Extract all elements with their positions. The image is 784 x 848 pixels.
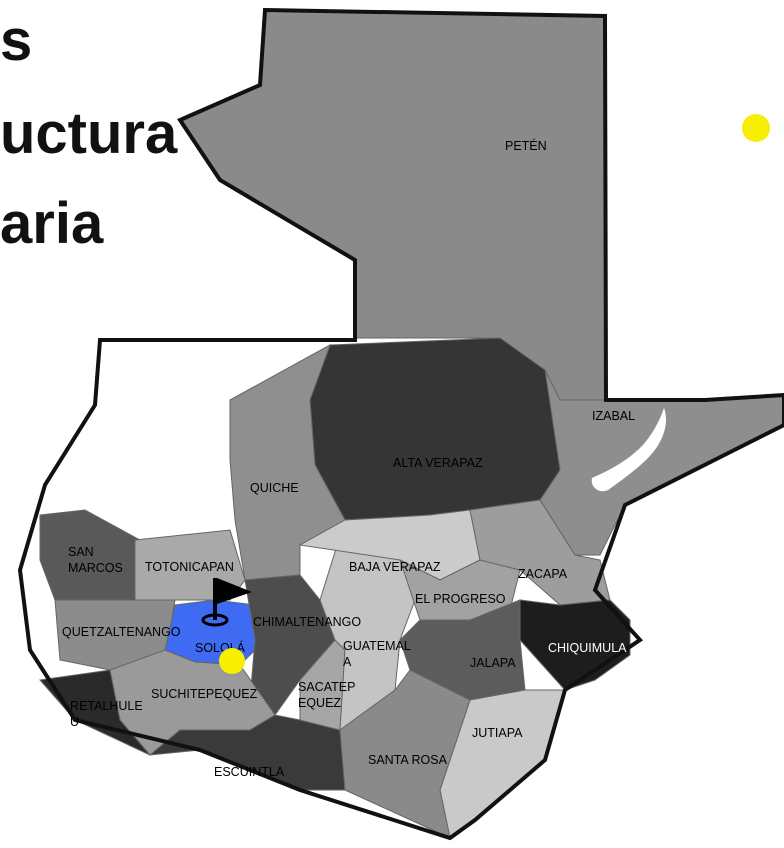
label-line: EL PROGRESO <box>415 592 506 606</box>
title-line-3: aria <box>0 191 104 256</box>
flag-icon <box>201 578 252 627</box>
label-line: QUICHE <box>250 481 299 495</box>
department-regions <box>39 9 784 839</box>
label-santa rosa: SANTA ROSA <box>368 753 448 767</box>
label-guatemala: GUATEMAL A <box>343 639 411 669</box>
label-sanmarcos: SAN MARCOS <box>68 545 123 575</box>
label-jutiapa: JUTIAPA <box>472 726 523 740</box>
label-line: EQUEZ <box>298 696 341 710</box>
sololá-dot <box>219 648 245 674</box>
label-line: MARCOS <box>68 561 123 575</box>
label-line: RETALHULE <box>70 699 143 713</box>
label-line: CHIMALTENANGO <box>253 615 361 629</box>
label-line: GUATEMAL <box>343 639 411 653</box>
label-jalapa: JALAPA <box>470 656 516 670</box>
label-sacatepequez: SACATEP EQUEZ <box>298 680 355 710</box>
label-quetzaltenango: QUETZALTENANGO <box>62 625 181 639</box>
title-line-2: uctura <box>0 101 178 166</box>
label-line: U <box>70 715 79 729</box>
label-line: SUCHITEPEQUEZ <box>151 687 258 701</box>
label-line: ZACAPA <box>518 567 568 581</box>
label-el progreso: EL PROGRESO <box>415 592 506 606</box>
department-santa-rosa <box>339 669 471 839</box>
label-quiche: QUICHE <box>250 481 299 495</box>
department-labels: PETÉN IZABAL ALTA VERAPAZ QUICHE SAN MARCOS TO… <box>62 138 635 779</box>
label-line: A <box>343 655 352 669</box>
izabal-lake <box>591 408 667 492</box>
label-line: JUTIAPA <box>472 726 523 740</box>
label-baja verapaz: BAJA VERAPAZ <box>349 560 441 574</box>
label-chiquimula: CHIQUIMULA <box>548 641 627 655</box>
label-line: ESCUINTLA <box>214 765 285 779</box>
legend-dot <box>742 114 770 142</box>
label-chimaltenango: CHIMALTENANGO <box>253 615 361 629</box>
label-escuintla: ESCUINTLA <box>214 765 285 779</box>
label-alta verapaz: ALTA VERAPAZ <box>393 456 483 470</box>
label-suchitepequez: SUCHITEPEQUEZ <box>151 687 258 701</box>
label-line: SAN <box>68 545 94 559</box>
label-zacapa: ZACAPA <box>518 567 568 581</box>
label-izabal: IZABAL <box>592 409 635 423</box>
label-line: QUETZALTENANGO <box>62 625 181 639</box>
label-line: CHIQUIMULA <box>548 641 627 655</box>
label-line: ALTA VERAPAZ <box>393 456 483 470</box>
label-totonicapan: TOTONICAPAN <box>145 560 234 574</box>
country-outline <box>17 7 784 841</box>
title-line-1: s <box>0 8 33 73</box>
department-alta-verapaz <box>309 337 561 521</box>
label-line: PETÉN <box>505 138 547 153</box>
label-line: TOTONICAPAN <box>145 560 234 574</box>
label-line: SACATEP <box>298 680 355 694</box>
label-line: BAJA VERAPAZ <box>349 560 441 574</box>
label-line: JALAPA <box>470 656 516 670</box>
label-line: SANTA ROSA <box>368 753 448 767</box>
label-petén: PETÉN <box>505 138 547 153</box>
label-retalhuleu: RETALHULE U <box>70 699 143 729</box>
label-line: IZABAL <box>592 409 635 423</box>
